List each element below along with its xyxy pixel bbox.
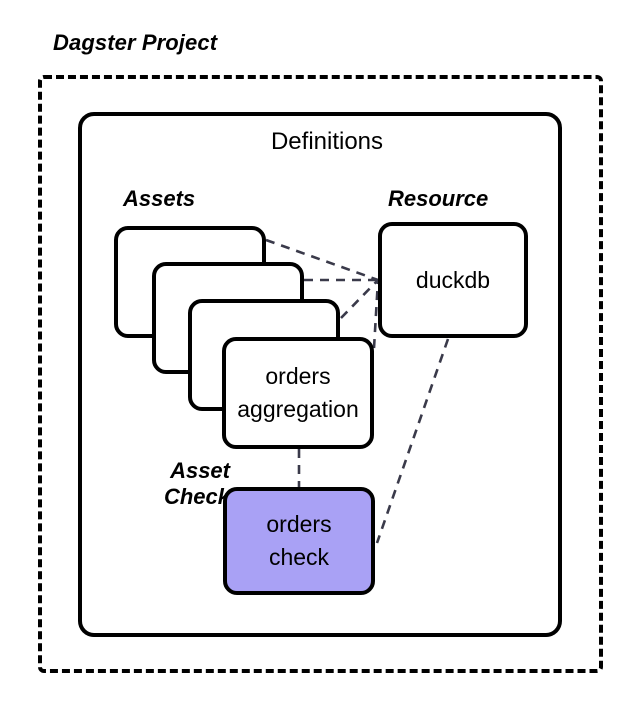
asset-check-group-label: Asset Check — [120, 458, 230, 510]
definitions-title: Definitions — [270, 128, 384, 155]
asset-check-group-label-line1: Asset — [170, 458, 230, 483]
asset-node-orders-aggregation-line2: aggregation — [237, 396, 359, 422]
project-title: Dagster Project — [53, 30, 218, 55]
dagster-project-boundary — [38, 75, 603, 673]
asset-check-node-orders-check-line2: check — [268, 544, 330, 570]
definitions-container — [78, 112, 562, 637]
assets-group-label: Assets — [123, 186, 196, 211]
resource-node-duckdb-label: duckdb — [415, 266, 491, 293]
resource-group-label: Resource — [388, 186, 489, 211]
asset-check-group-label-line2: Check — [163, 483, 230, 509]
asset-check-node-orders-check-line1: orders — [266, 511, 332, 538]
asset-node-orders-aggregation-line1: orders — [265, 363, 331, 390]
resource-node-duckdb[interactable]: duckdb — [378, 222, 528, 338]
asset-check-node-orders-check[interactable]: orders check — [223, 487, 375, 595]
asset-node-orders-aggregation[interactable]: orders aggregation — [222, 337, 374, 449]
